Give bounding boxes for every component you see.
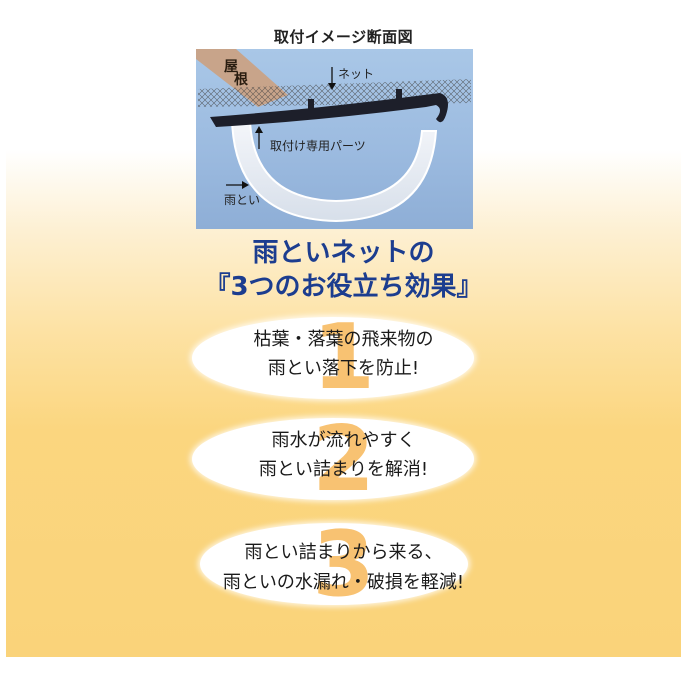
benefit-2-line-1: 雨水が流れやすく [271, 430, 416, 451]
roof-label: 屋 根 [224, 59, 248, 88]
benefit-3-line-2: 雨といの水漏れ・破損を軽減! [222, 572, 465, 593]
part-label: 取付け専用パーツ [270, 139, 366, 153]
cross-section-diagram: 屋 根 ネット 取付け専用パーツ 雨とい [196, 49, 473, 229]
benefit-2-number: 2 [312, 407, 375, 512]
benefit-1-line-1: 枯葉・落葉の飛来物の [253, 329, 434, 350]
mounting-part [210, 93, 448, 127]
diagram-illustration [196, 49, 471, 223]
benefit-2-ellipse [192, 418, 474, 500]
benefit-3-ellipse [200, 523, 468, 605]
benefit-3-line-1: 雨とい詰まりから来る、 [244, 542, 443, 563]
part-arrow-head [255, 126, 263, 133]
benefit-1-line-2: 雨とい落下を防止! [267, 358, 420, 379]
benefit-2-line-2: 雨とい詰まりを解消! [258, 459, 429, 480]
benefit-3-number: 3 [312, 512, 375, 617]
part-clip-right [396, 89, 402, 103]
heading-line-2: 『3つのお役立ち効果』 [204, 272, 483, 302]
gutter-arrow-head [242, 181, 249, 189]
net-label: ネット [338, 67, 375, 81]
net-arrow-head [328, 83, 336, 90]
benefit-1-number: 1 [312, 305, 375, 410]
part-clip-left [308, 99, 314, 113]
gutter-label: 雨とい [224, 193, 261, 207]
diagram-title: 取付イメージ断面図 [273, 28, 414, 46]
benefit-1-ellipse [192, 317, 474, 399]
gutter-shape [230, 120, 438, 223]
heading-line-1: 雨といネットの [252, 238, 435, 268]
